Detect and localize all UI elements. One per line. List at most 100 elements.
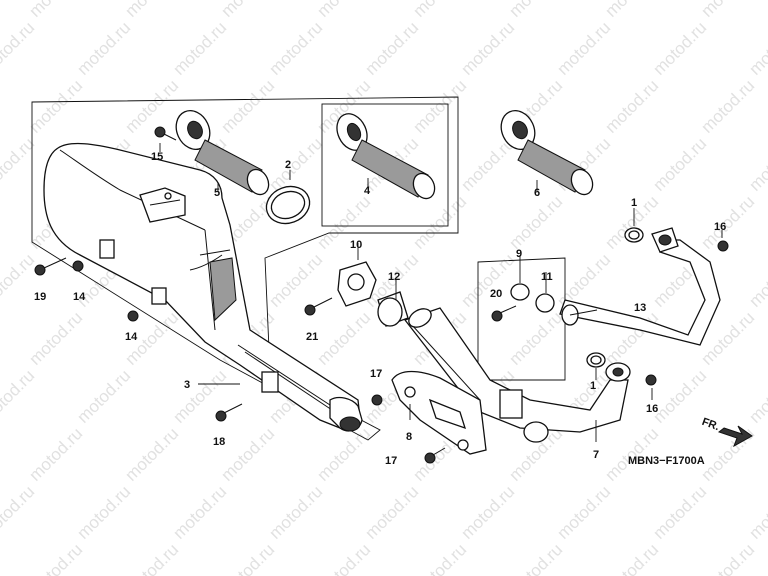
- watermark-text: motod.ru: [313, 0, 374, 21]
- watermark-text: motod.ru: [265, 18, 326, 79]
- callout-15: 15: [151, 151, 163, 163]
- watermark-text: motod.ru: [0, 366, 38, 427]
- leader-lines: [159, 143, 723, 442]
- watermark-text: motod.ru: [649, 134, 710, 195]
- watermark-text: motod.ru: [361, 18, 422, 79]
- watermark-text: motod.ru: [745, 366, 768, 427]
- watermark-text: motod.ru: [745, 18, 768, 79]
- watermark-text: motod.ru: [649, 18, 710, 79]
- callout-6: 6: [534, 187, 540, 199]
- watermark-text: motod.ru: [409, 540, 470, 576]
- bolt-17a: [371, 394, 383, 406]
- watermark-text: motod.ru: [265, 134, 326, 195]
- callout-9: 9: [516, 248, 522, 260]
- callout-14a: 14: [73, 291, 86, 303]
- part-4-box: [321, 103, 449, 227]
- nut-14a: [72, 260, 84, 272]
- callout-1b: 1: [590, 380, 596, 392]
- watermark-text: motod.ru: [121, 0, 182, 21]
- watermark-text: motod.ru: [73, 366, 134, 427]
- watermark-text: motod.ru: [409, 0, 470, 21]
- callout-11: 11: [541, 271, 553, 283]
- watermark-text: motod.ru: [121, 76, 182, 137]
- callout-1a: 1: [631, 197, 637, 209]
- watermark-text: motod.ru: [217, 540, 278, 576]
- callout-17a: 17: [370, 368, 382, 380]
- watermark-text: motod.ru: [409, 192, 470, 253]
- part-6: [500, 110, 594, 196]
- watermark-text: motod.ru: [25, 0, 86, 21]
- watermark-text: motod.ru: [73, 18, 134, 79]
- watermark-text: motod.ru: [0, 482, 38, 543]
- bolt-19: [34, 257, 67, 276]
- watermark-text: motod.ru: [25, 76, 86, 137]
- watermark-text: motod.ru: [601, 76, 662, 137]
- watermark-text: motod.ru: [313, 192, 374, 253]
- bolt-17b: [424, 447, 446, 464]
- watermark-text: motod.ru: [361, 482, 422, 543]
- watermark-text: motod.ru: [121, 540, 182, 576]
- watermark-text: motod.ru: [265, 482, 326, 543]
- muffler: [43, 142, 363, 432]
- watermark-text: motod.ru: [217, 76, 278, 137]
- watermark-text: motod.ru: [745, 250, 768, 311]
- watermark-text: motod.ru: [505, 0, 566, 21]
- callout-2: 2: [285, 159, 291, 171]
- part-5: [175, 110, 270, 196]
- watermark-text: motod.ru: [697, 540, 758, 576]
- bolts: [34, 126, 729, 464]
- diagram-code: MBN3−F1700A: [628, 455, 705, 467]
- watermark-text: motod.ru: [601, 0, 662, 21]
- watermark-text: motod.ru: [505, 540, 566, 576]
- front-direction-label: FR.: [700, 416, 721, 433]
- nut-16a: [717, 240, 729, 252]
- watermark-text: motod.ru: [457, 18, 518, 79]
- callout-7: 7: [593, 449, 599, 461]
- watermark-text: motod.ru: [649, 482, 710, 543]
- watermark-text: motod.ru: [457, 250, 518, 311]
- watermark-text: motod.ru: [601, 540, 662, 576]
- watermark-text: motod.ru: [265, 250, 326, 311]
- callout-13: 13: [634, 302, 646, 314]
- watermark-text: motod.ru: [457, 482, 518, 543]
- band-9: [510, 283, 530, 301]
- watermark-text: motod.ru: [553, 250, 614, 311]
- watermark-text: motod.ru: [553, 18, 614, 79]
- callout-8: 8: [406, 431, 412, 443]
- middle-pipe: [403, 307, 631, 443]
- nut-16b: [645, 374, 657, 386]
- callout-4: 4: [364, 185, 371, 197]
- callout-16a: 16: [714, 221, 726, 233]
- bolt-15: [154, 126, 177, 141]
- band-11: [535, 293, 555, 313]
- watermark-text: motod.ru: [25, 308, 86, 369]
- exhaust-pipe-13: [559, 227, 721, 346]
- callout-14b: 14: [125, 331, 138, 343]
- nut-14b: [127, 310, 139, 322]
- watermark-text: motod.ru: [697, 0, 758, 21]
- callout-18: 18: [213, 436, 225, 448]
- tail-pieces: [175, 110, 594, 200]
- watermark-text: motod.ru: [553, 482, 614, 543]
- watermark-text: motod.ru: [25, 540, 86, 576]
- watermark-text: motod.ru: [217, 0, 278, 21]
- watermark-text: motod.ru: [25, 424, 86, 485]
- gaskets: [265, 185, 644, 368]
- bolt-18: [215, 403, 243, 422]
- front-direction-arrow: [717, 425, 753, 448]
- callout-19: 19: [34, 291, 46, 303]
- watermark-text: motod.ru: [73, 482, 134, 543]
- watermark-text: motod.ru: [505, 192, 566, 253]
- callout-20: 20: [490, 288, 502, 300]
- heat-guard-8: [391, 370, 487, 455]
- bolt-21: [304, 297, 333, 316]
- watermark-text: motod.ru: [217, 424, 278, 485]
- watermark-text: motod.ru: [745, 134, 768, 195]
- watermark-text: motod.ru: [745, 482, 768, 543]
- watermark-text: motod.ru: [649, 366, 710, 427]
- subassembly-frame: [477, 257, 566, 381]
- watermark-text: motod.ru: [121, 424, 182, 485]
